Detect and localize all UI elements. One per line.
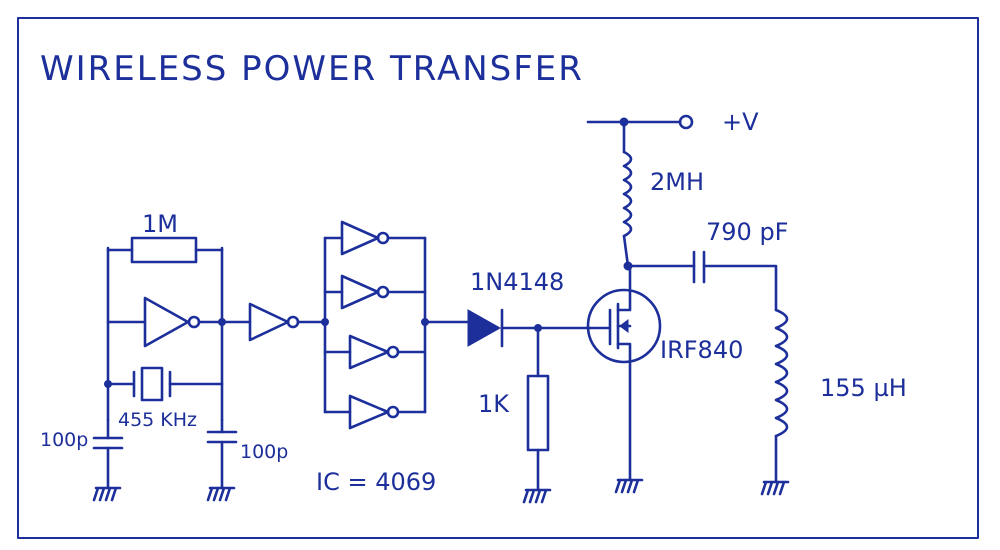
label-cap-left: 100p	[40, 429, 88, 451]
inverter-bank: IC = 4069	[316, 220, 470, 496]
choke-2mh	[622, 150, 633, 238]
capacitor-right	[206, 430, 238, 444]
capacitor-790pf	[692, 250, 706, 284]
label-coil: 155 µH	[820, 374, 907, 402]
label-mosfet: IRF840	[660, 336, 743, 364]
label-ic: IC = 4069	[316, 468, 436, 496]
diode-1n4148	[467, 309, 502, 347]
feedback-resistor-1m	[130, 236, 198, 264]
resistor-1k	[526, 374, 550, 452]
label-supply: +V	[722, 108, 759, 136]
ground-coil	[760, 480, 790, 496]
label-diode: 1N4148	[470, 268, 564, 296]
oscillator-section: 1M 455 KHz 100p 100p	[40, 210, 288, 502]
label-crystal: 455 KHz	[118, 409, 197, 431]
label-series-cap: 790 pF	[706, 218, 788, 246]
oscillator-inverter	[143, 296, 190, 348]
label-1k: 1K	[478, 390, 510, 418]
crystal-455khz	[140, 366, 164, 402]
ground-resistor	[522, 488, 552, 504]
page-title: WIRELESS POWER TRANSFER	[40, 49, 584, 89]
ground-mosfet	[614, 478, 644, 494]
supply-terminal	[678, 114, 694, 130]
coil-155uh	[774, 308, 789, 438]
sheet-border	[17, 17, 979, 539]
ground-left	[92, 486, 122, 502]
driver-section: 1N4148 1K	[467, 268, 592, 504]
label-choke: 2MH	[650, 168, 704, 196]
power-stage: +V 2MH IRF840 790 pF 155 µH	[586, 108, 907, 496]
ground-right	[206, 486, 236, 502]
buffer-inverter	[248, 302, 290, 342]
buffer-section	[248, 302, 327, 342]
capacitor-left	[92, 436, 124, 450]
label-cap-right: 100p	[240, 441, 288, 463]
label-1m: 1M	[142, 210, 178, 238]
mosfet-irf840	[586, 288, 662, 364]
